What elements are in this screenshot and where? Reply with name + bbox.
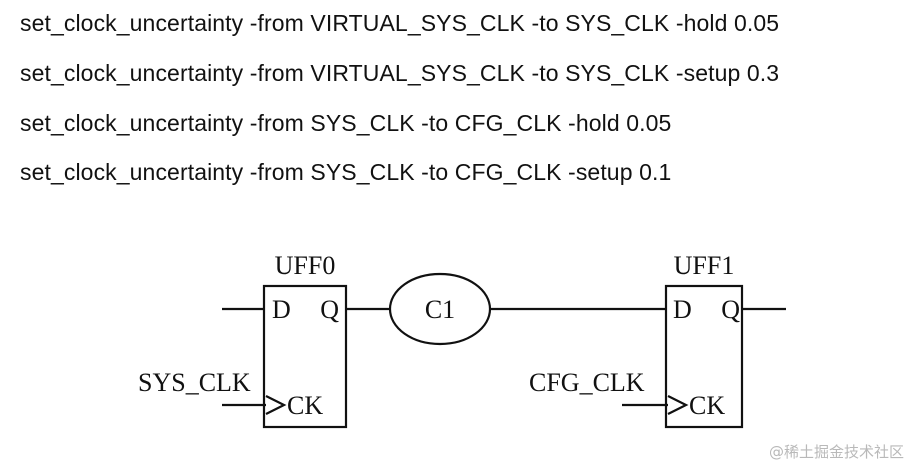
constraint-command-line: set_clock_uncertainty -from SYS_CLK -to … bbox=[20, 159, 672, 185]
constraint-command-line: set_clock_uncertainty -from VIRTUAL_SYS_… bbox=[20, 10, 780, 36]
flip-flop-uff0-label: UFF0 bbox=[275, 251, 336, 280]
sys-clk-label: SYS_CLK bbox=[138, 368, 251, 397]
uff0-clock-triangle-icon bbox=[265, 395, 287, 415]
uff1-q-pin-label: Q bbox=[721, 295, 740, 324]
uff1-clock-triangle-icon bbox=[667, 395, 689, 415]
uff0-q-pin-label: Q bbox=[320, 295, 339, 324]
constraint-command-line: set_clock_uncertainty -from VIRTUAL_SYS_… bbox=[20, 60, 780, 86]
flip-flop-uff1-label: UFF1 bbox=[674, 251, 735, 280]
flip-flop-uff1-body bbox=[664, 284, 744, 429]
constraint-command-line: set_clock_uncertainty -from SYS_CLK -to … bbox=[20, 110, 672, 136]
uff1-d-pin-label: D bbox=[673, 295, 692, 324]
uff0-ck-pin-label: CK bbox=[287, 391, 323, 420]
flip-flop-uff0-body bbox=[262, 284, 348, 429]
cfg-clk-label: CFG_CLK bbox=[529, 368, 645, 397]
uff1-ck-pin-label: CK bbox=[689, 391, 725, 420]
source-watermark: @稀土掘金技术社区 bbox=[768, 443, 904, 461]
uff0-d-pin-label: D bbox=[272, 295, 291, 324]
logic-c1-label: C1 bbox=[425, 295, 455, 324]
